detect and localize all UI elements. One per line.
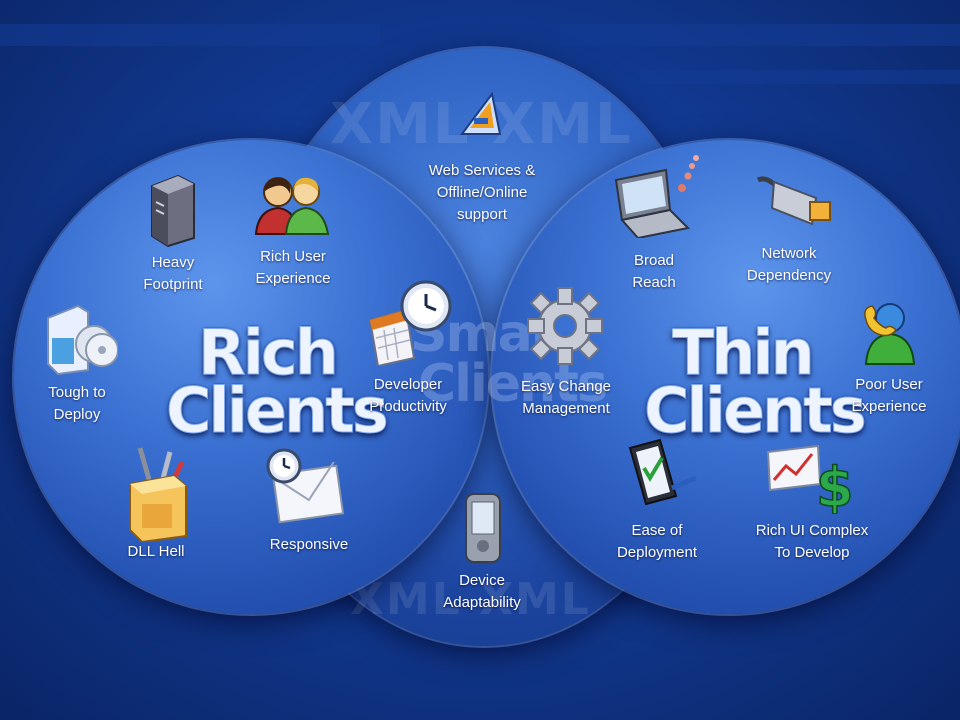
pda-icon — [465, 493, 501, 563]
server-icon — [151, 174, 195, 248]
label-ease-of-deployment: Ease of Deployment — [616, 522, 698, 561]
svg-text:$: $ — [816, 456, 854, 514]
label-responsive: Responsive — [269, 536, 349, 553]
label-web-services: Web Services & Offline/Online support — [428, 162, 536, 223]
rich-clients-circle — [14, 140, 488, 614]
bg-stripe — [640, 70, 960, 84]
users-icon — [254, 177, 330, 235]
xml-watermark-bottom: XML XML — [350, 574, 591, 625]
mail-clock-icon — [266, 448, 344, 524]
rich-clients-title-line1: Rich — [198, 316, 340, 389]
web-services-icon — [460, 91, 502, 135]
label-tough-to-deploy: Tough to Deploy — [48, 384, 106, 423]
label-device-adaptability: Device Adaptability — [443, 572, 521, 611]
label-rich-user-experience: Rich User Experience — [255, 248, 331, 287]
rich-clients-title-line2: Clients — [166, 374, 390, 447]
bg-stripe — [560, 24, 960, 46]
label-dll-hell: DLL Hell — [127, 543, 185, 560]
label-network-dependency: Network Dependency — [746, 245, 832, 284]
thin-clients-circle — [492, 140, 960, 614]
toolbox-icon — [129, 447, 187, 542]
label-easy-change-management: Easy Change Management — [520, 378, 612, 417]
thin-clients-title-line1: Thin — [672, 316, 816, 389]
checklist-icon — [628, 438, 697, 506]
network-plug-icon — [756, 176, 831, 226]
messenger-user-icon — [864, 303, 916, 365]
gear-icon — [527, 287, 603, 365]
thin-clients-title-line2: Clients — [644, 374, 868, 447]
label-heavy-footprint: Heavy Footprint — [143, 254, 203, 293]
laptop-icon — [614, 155, 699, 238]
label-developer-productivity: Developer Productivity — [369, 376, 447, 415]
label-broad-reach: Broad Reach — [632, 252, 676, 291]
chart-dollar-icon: $ — [766, 444, 854, 514]
calendar-clock-icon — [368, 280, 452, 366]
label-poor-user-experience: Poor User Experience — [851, 376, 927, 415]
smart-clients-title-line2: Clients — [418, 354, 608, 414]
label-rich-ui-complex: Rich UI Complex To Develop — [755, 522, 869, 561]
bg-stripe — [0, 24, 380, 46]
software-box-icon — [47, 304, 118, 376]
